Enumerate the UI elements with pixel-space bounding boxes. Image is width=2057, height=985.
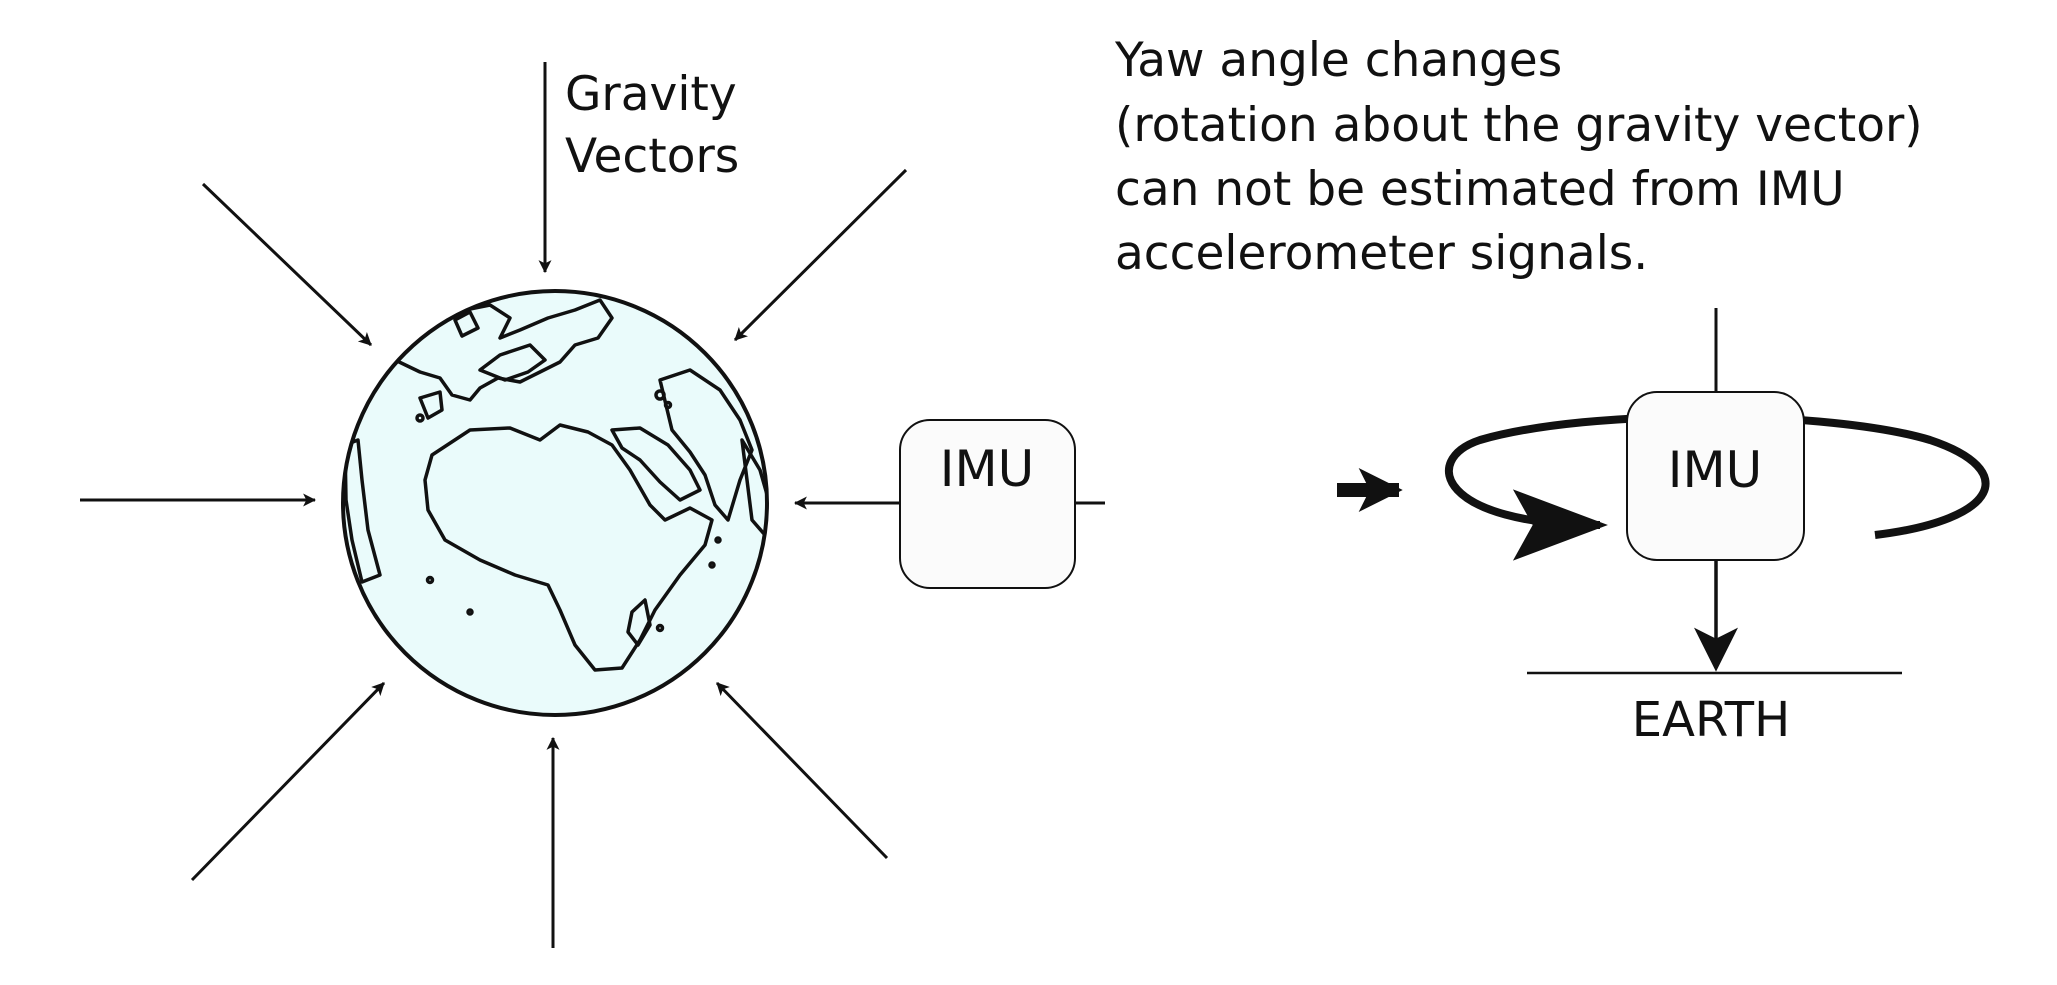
gravity-arrow-bottom-right	[715, 681, 889, 860]
imu-right-label: IMU	[1668, 441, 1762, 499]
description-line3: can not be estimated from IMU	[1115, 162, 1845, 217]
imu-box-right: IMU	[1626, 391, 1805, 561]
description-line4: accelerometer signals.	[1115, 226, 1648, 281]
imu-left-label: IMU	[940, 440, 1034, 498]
gravity-arrow-top-left	[201, 182, 373, 347]
description-line1: Yaw angle changes	[1114, 33, 1562, 88]
gravity-vectors-label-line2: Vectors	[565, 129, 739, 184]
gravity-arrow-bottom-left	[190, 681, 386, 882]
earth-globe-icon	[341, 289, 769, 717]
imu-box-left: IMU	[899, 419, 1076, 589]
description-line2: (rotation about the gravity vector)	[1115, 98, 1923, 153]
earth-label: EARTH	[1632, 692, 1790, 748]
gravity-vectors-label-line1: Gravity	[565, 67, 737, 122]
gravity-arrow-top-right	[733, 168, 908, 342]
